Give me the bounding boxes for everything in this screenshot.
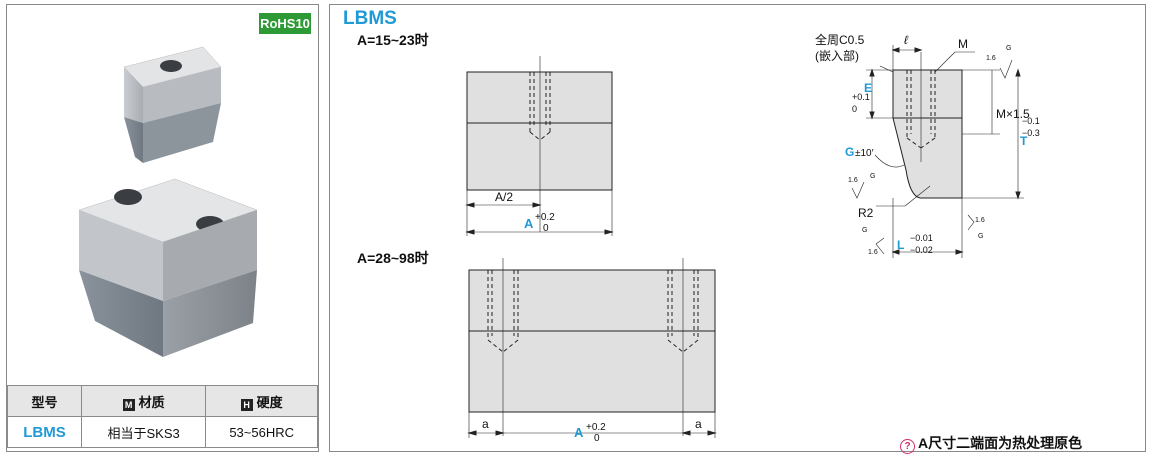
roughness-1: 1.6 bbox=[986, 55, 996, 62]
dim-r2: R2 bbox=[858, 206, 874, 220]
dim-a-tol-upper-2: +0.2 bbox=[586, 422, 606, 433]
dim-small-a-right: a bbox=[695, 417, 702, 431]
roughness-3: 1.6 bbox=[975, 217, 985, 224]
roughness-2: 1.6 bbox=[848, 177, 858, 184]
view2-block bbox=[467, 258, 717, 438]
dim-t-tol-upper: −0.1 bbox=[1022, 116, 1040, 126]
info-icon: ? bbox=[900, 439, 915, 454]
drawing-panel bbox=[329, 4, 1146, 452]
dim-e-tol-upper: +0.1 bbox=[852, 92, 870, 102]
header-material-label: 材质 bbox=[138, 394, 165, 410]
hardness-icon: H bbox=[240, 398, 253, 411]
view1-block bbox=[465, 56, 614, 236]
dim-small-a-left: a bbox=[482, 417, 489, 431]
dim-a-half: A/2 bbox=[495, 190, 513, 204]
rohs-badge: RoHS10 bbox=[259, 13, 311, 34]
roughness-g-1: G bbox=[1006, 45, 1011, 52]
note-text: A尺寸二端面为热处理原色 bbox=[918, 435, 1083, 451]
product-panel: RoHS10 bbox=[6, 4, 319, 452]
dim-g: G bbox=[845, 145, 854, 159]
dim-t: T bbox=[1020, 134, 1028, 148]
roughness-g-4: G bbox=[862, 227, 867, 234]
roughness-g-2: G bbox=[870, 173, 875, 180]
view1-hole bbox=[529, 72, 551, 141]
dim-g-tol: ±10′ bbox=[855, 148, 874, 159]
heat-treatment-note: ?A尺寸二端面为热处理原色 bbox=[900, 433, 1082, 454]
dim-e: E bbox=[864, 81, 872, 95]
chamfer-note-1: 全周C0.5 bbox=[815, 32, 865, 47]
dim-e-tol-lower: 0 bbox=[852, 104, 857, 114]
cell-model: LBMS bbox=[7, 416, 82, 448]
dim-m: M bbox=[958, 37, 968, 51]
table-row: LBMS 相当于SKS3 53~56HRC bbox=[7, 416, 318, 448]
large-block bbox=[78, 178, 258, 357]
dim-mx: M×1.5 bbox=[996, 107, 1030, 121]
tapped-hole bbox=[160, 60, 182, 72]
dim-l-tol-upper: −0.01 bbox=[910, 233, 933, 243]
dim-a-tol-lower-2: 0 bbox=[594, 433, 600, 444]
header-hardness-label: 硬度 bbox=[256, 394, 283, 410]
roughness-g-3: G bbox=[978, 233, 983, 240]
view1-label: A=15~23时 bbox=[357, 32, 429, 48]
product-photo bbox=[78, 46, 258, 357]
diagram-title: LBMS bbox=[343, 8, 397, 29]
tapped-hole bbox=[114, 189, 142, 205]
small-block bbox=[123, 46, 222, 163]
roughness-4: 1.6 bbox=[868, 249, 878, 256]
header-model: 型号 bbox=[7, 385, 82, 417]
dim-l: L bbox=[897, 238, 904, 252]
chamfer-note-2: (嵌入部) bbox=[815, 48, 859, 63]
dim-a-tol-lower: 0 bbox=[543, 223, 549, 234]
dim-e-tol: +0.1 bbox=[852, 92, 870, 102]
material-icon: M bbox=[122, 398, 135, 411]
dim-t-tol-lower: −0.3 bbox=[1022, 128, 1040, 138]
side-view bbox=[851, 45, 1024, 258]
dim-a-tol-upper: +0.2 bbox=[535, 212, 555, 223]
dim-l-tol-lower: −0.02 bbox=[910, 245, 933, 255]
dim-a-2: A bbox=[574, 425, 584, 440]
dim-a: A bbox=[524, 216, 534, 231]
view2-label: A=28~98时 bbox=[357, 250, 429, 266]
cell-material: 相当于SKS3 bbox=[80, 416, 207, 448]
cell-hardness: 53~56HRC bbox=[205, 416, 318, 448]
dim-ell: ℓ bbox=[904, 33, 909, 47]
